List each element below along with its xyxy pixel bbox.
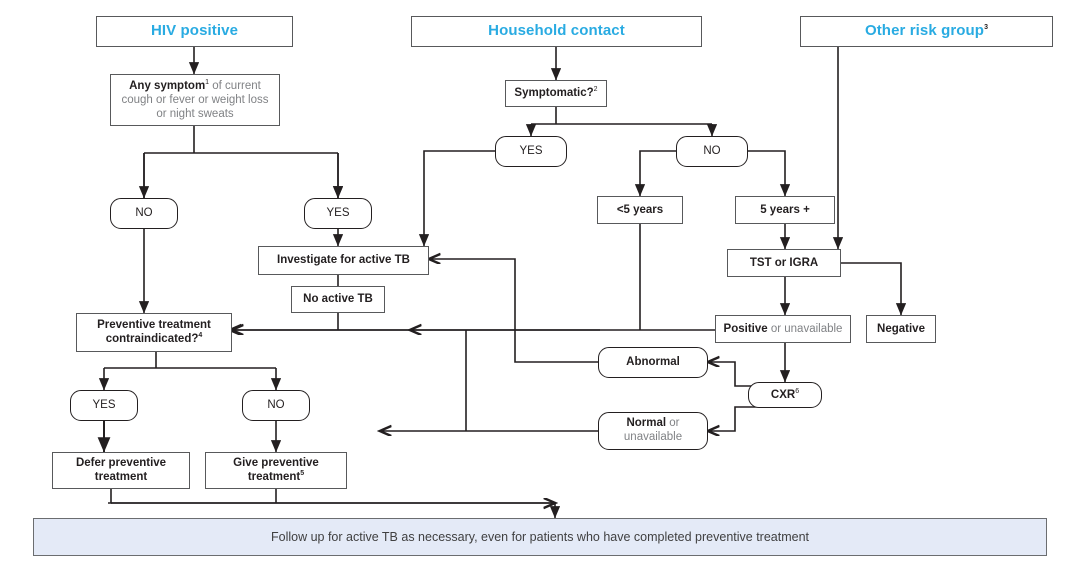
node-negative[interactable]: Negative [866,315,936,343]
node-symptomatic-text: Symptomatic?2 [514,86,598,100]
footnote-marker-5: 5 [300,469,305,477]
header-box-hiv-positive[interactable]: HIV positive [96,16,293,47]
node-hiv-yes-label: YES [326,207,350,220]
node-contraindicated-yes-label: YES [92,399,116,412]
node-hiv-no[interactable]: NO [110,198,178,229]
node-investigate-for-active-tb[interactable]: Investigate for active TB [258,246,429,275]
node-tst-or-igra-label: TST or IGRA [749,256,819,269]
node-no-active-tb[interactable]: No active TB [291,286,385,313]
node-5-years-plus-label: 5 years + [760,203,810,216]
followup-banner[interactable]: Follow up for active TB as necessary, ev… [33,518,1047,556]
node-under-5-years-label: <5 years [616,203,664,216]
node-5-years-plus[interactable]: 5 years + [735,196,835,224]
footnote-marker-4: 4 [198,331,203,339]
node-cxr[interactable]: CXR6 [748,382,822,408]
footnote-marker-6: 6 [795,388,800,396]
node-hiv-yes[interactable]: YES [304,198,372,229]
node-negative-label: Negative [877,322,925,335]
node-contraindicated-no-label: NO [267,399,285,412]
header-label-hiv-positive: HIV positive [150,22,239,40]
header-box-other-risk-group[interactable]: Other risk group3 [800,16,1053,47]
header-box-household-contact[interactable]: Household contact [411,16,702,47]
footnote-marker-3: 3 [984,24,989,32]
followup-banner-text: Follow up for active TB as necessary, ev… [270,530,809,544]
node-hiv-no-label: NO [135,207,153,220]
node-cxr-text: CXR6 [770,388,800,401]
node-under-5-years[interactable]: <5 years [597,196,683,224]
footnote-marker-1: 1 [205,79,210,87]
node-positive-text: Positive or unavailable [723,322,843,335]
footnote-marker-2: 2 [593,86,598,94]
header-label-other-risk-group: Other risk group3 [864,22,989,40]
header-label-household-contact: Household contact [488,22,625,40]
node-investigate-label: Investigate for active TB [277,254,410,267]
node-tst-or-igra[interactable]: TST or IGRA [727,249,841,277]
node-abnormal-label: Abnormal [626,356,680,369]
node-any-symptom[interactable]: Any symptom1 of current cough or fever o… [110,74,280,126]
node-any-symptom-text: Any symptom1 of current cough or fever o… [121,79,269,120]
node-symptomatic-no[interactable]: NO [676,136,748,167]
node-contraindicated-no[interactable]: NO [242,390,310,421]
node-symptomatic-yes[interactable]: YES [495,136,567,167]
node-contraindicated-yes[interactable]: YES [70,390,138,421]
node-positive-or-unavailable[interactable]: Positive or unavailable [715,315,851,343]
node-symptomatic[interactable]: Symptomatic?2 [505,80,607,107]
node-abnormal[interactable]: Abnormal [598,347,708,378]
node-no-active-tb-label: No active TB [303,293,373,306]
node-symptomatic-yes-label: YES [519,145,543,158]
node-symptomatic-no-label: NO [703,145,721,158]
